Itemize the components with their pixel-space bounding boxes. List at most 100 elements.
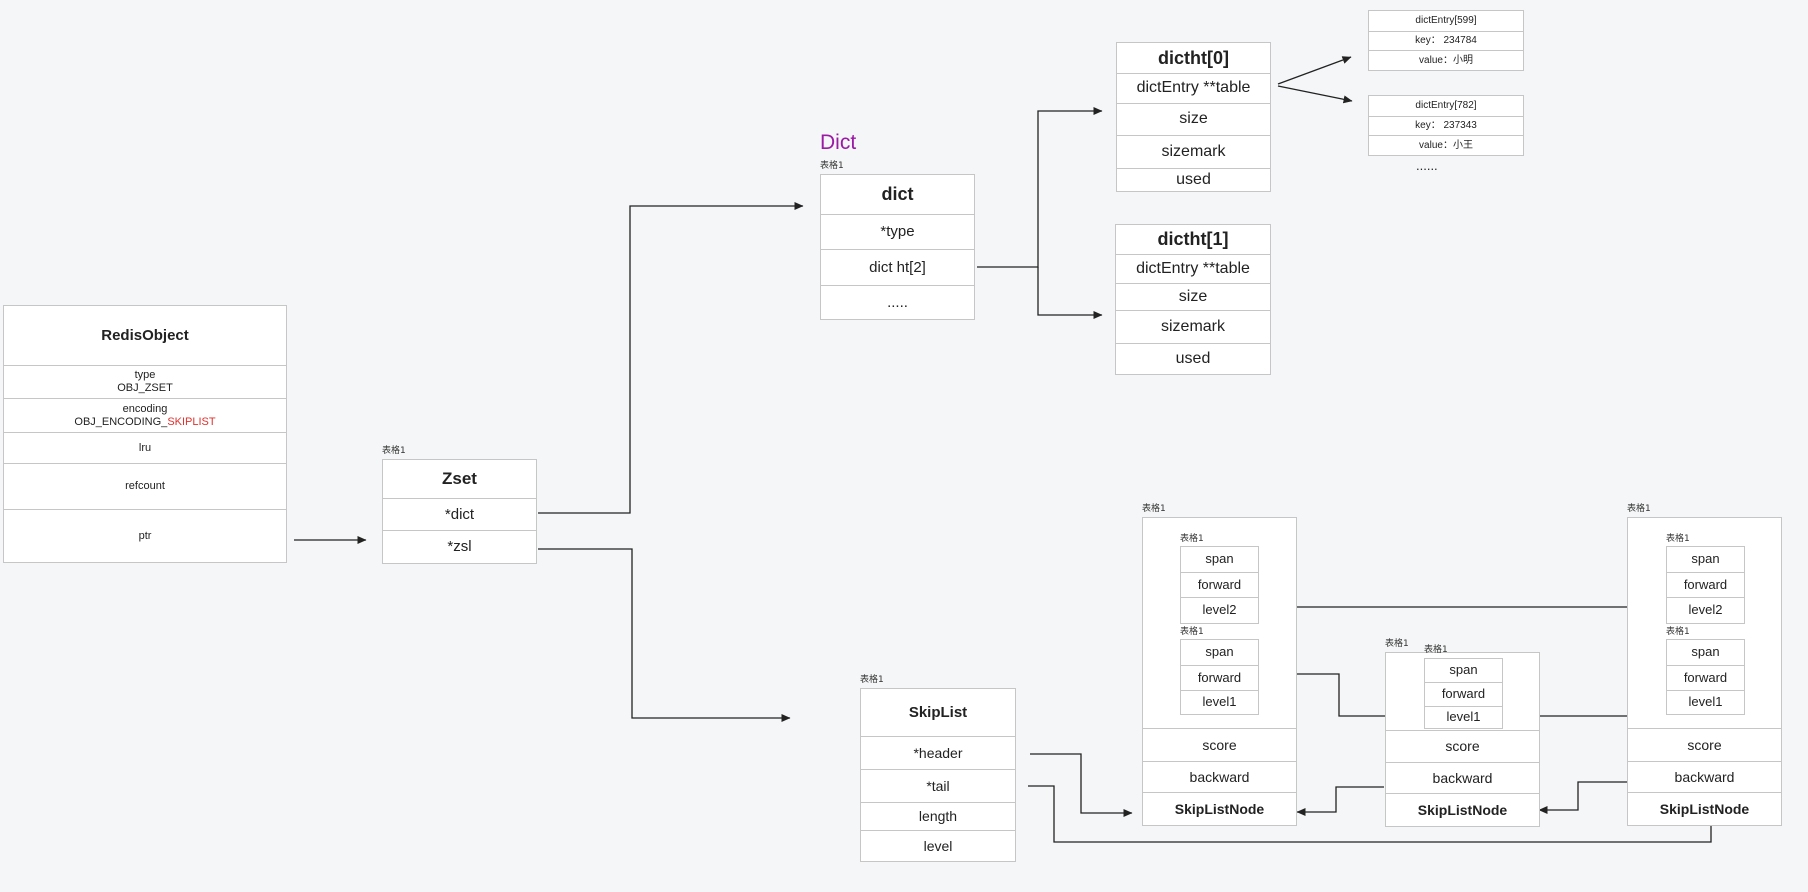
node2-title: SkipListNode (1386, 793, 1539, 826)
node1-level1-tag: 表格1 (1180, 627, 1204, 637)
encoding-value: OBJ_ENCODING_SKIPLIST (74, 416, 215, 429)
skiplist-header: *header (861, 736, 1015, 769)
node2-table-tag: 表格1 (1385, 639, 1409, 649)
dictht0-table-field: dictEntry **table (1117, 73, 1270, 103)
redis-object-refcount: refcount (4, 463, 286, 509)
dictht0-sizemark: sizemark (1117, 135, 1270, 168)
skiplist-node-1: 表格1 span forward level2 表格1 span forward… (1142, 517, 1297, 826)
node1-level1-table: span forward level1 (1180, 639, 1259, 715)
redis-object-title: RedisObject (101, 326, 189, 344)
arrow-zset-dict-to-dict (538, 202, 804, 514)
dictht0-size: size (1117, 103, 1270, 135)
skiplist-length: length (861, 802, 1015, 830)
node2-score: score (1386, 730, 1539, 762)
dict-entry-599: dictEntry[599] key： 234784 value：小明 (1368, 10, 1524, 71)
node2-level1-tag: 表格1 (1424, 645, 1448, 655)
node2-l1-span: span (1449, 662, 1478, 678)
node3-level2-table: span forward level2 (1666, 546, 1745, 624)
node1-level2-table: span forward level2 (1180, 546, 1259, 624)
node1-l1-span: span (1205, 644, 1234, 660)
dict-more: ..... (821, 285, 974, 319)
node2-l1-level: level1 (1425, 706, 1502, 728)
node2-level1-table: span forward level1 (1424, 658, 1503, 729)
node1-l2-forward: forward (1181, 572, 1258, 597)
arrow-tail-to-node3 (1028, 785, 1715, 843)
node3-backward: backward (1628, 761, 1781, 792)
node3-l2-level: level2 (1667, 597, 1744, 623)
node3-l1-forward: forward (1667, 665, 1744, 690)
dict-label: Dict (820, 131, 857, 154)
encoding-prefix: OBJ_ENCODING_ (74, 415, 168, 428)
node1-l1-forward: forward (1181, 665, 1258, 690)
skiplist-table: SkipList *header *tail length level (860, 688, 1016, 862)
arrow-dict-ht-to-dictht0 (977, 107, 1103, 268)
skiplist-title: SkipList (908, 703, 968, 721)
redis-object-type: type OBJ_ZSET (4, 365, 286, 398)
entry782-key: key： 237343 (1369, 116, 1523, 135)
node3-level1-table: span forward level1 (1666, 639, 1745, 715)
entry782-name: dictEntry[782] (1415, 100, 1477, 112)
dict-table-tag: 表格1 (820, 161, 844, 171)
dict-title: dict (881, 184, 914, 205)
zset-table: Zset *dict *zsl (382, 459, 537, 564)
encoding-label: encoding (122, 402, 168, 415)
redis-object-ptr: ptr (4, 509, 286, 562)
dictht1-used: used (1116, 343, 1270, 374)
dictht1-title: dictht[1] (1157, 229, 1229, 250)
node1-table-tag: 表格1 (1142, 504, 1166, 514)
dictht0-title: dictht[0] (1158, 47, 1229, 68)
node3-l1-span: span (1691, 644, 1720, 660)
skiplist-node-3: 表格1 span forward level2 表格1 span forward… (1627, 517, 1782, 826)
arrow-table-to-entry782 (1277, 85, 1353, 104)
node1-level2-tag: 表格1 (1180, 534, 1204, 544)
skiplist-table-tag: 表格1 (860, 675, 884, 685)
arrow-header-to-node1 (1030, 753, 1133, 817)
dictht1-sizemark: sizemark (1116, 310, 1270, 343)
arrow-node2-backward-to-node1 (1296, 786, 1384, 816)
zset-title: Zset (442, 469, 477, 489)
entry782-value: value：小王 (1369, 135, 1523, 155)
node3-l1-level: level1 (1667, 690, 1744, 714)
node1-backward: backward (1143, 761, 1296, 792)
skiplist-node-2: 表格1 span forward level1 score backward S… (1385, 645, 1540, 827)
node3-title: SkipListNode (1628, 792, 1781, 825)
skiplist-level: level (861, 830, 1015, 861)
entry599-key: key： 234784 (1369, 31, 1523, 50)
node3-level1-tag: 表格1 (1666, 627, 1690, 637)
node3-score: score (1628, 728, 1781, 761)
node3-level2-tag: 表格1 (1666, 534, 1690, 544)
node1-l2-level: level2 (1181, 597, 1258, 623)
entry599-name: dictEntry[599] (1415, 15, 1477, 27)
dict-ht: dict ht[2] (821, 249, 974, 285)
redis-object-encoding: encoding OBJ_ENCODING_SKIPLIST (4, 398, 286, 432)
arrow-node3-backward-to-node2 (1538, 781, 1627, 814)
zset-table-tag: 表格1 (382, 446, 406, 456)
entry599-value: value：小明 (1369, 50, 1523, 70)
node2-backward: backward (1386, 762, 1539, 793)
dictht0-table: dictht[0] dictEntry **table size sizemar… (1116, 42, 1271, 192)
redis-object-table: RedisObject type OBJ_ZSET encoding OBJ_E… (3, 305, 287, 563)
dictht0-used: used (1117, 168, 1270, 191)
node1-l1-level: level1 (1181, 690, 1258, 714)
node1-l2-span: span (1205, 551, 1234, 567)
zset-zsl: *zsl (383, 530, 536, 563)
encoding-suffix: SKIPLIST (167, 415, 216, 428)
arrow-dict-ht-to-dictht1 (1037, 267, 1103, 319)
type-value: OBJ_ZSET (117, 382, 173, 394)
node3-l2-forward: forward (1667, 572, 1744, 597)
node1-title: SkipListNode (1143, 792, 1296, 825)
node2-l1-forward: forward (1425, 682, 1502, 706)
dict-table: dict *type dict ht[2] ..... (820, 174, 975, 320)
skiplist-tail: *tail (861, 769, 1015, 802)
dictht1-table: dictht[1] dictEntry **table size sizemar… (1115, 224, 1271, 375)
type-label: type (134, 369, 156, 382)
dict-type: *type (821, 214, 974, 249)
entries-more: ...... (1416, 158, 1438, 173)
arrow-table-to-entry599 (1277, 56, 1352, 85)
zset-dict: *dict (383, 498, 536, 530)
node1-score: score (1143, 728, 1296, 761)
dict-entry-782: dictEntry[782] key： 237343 value：小王 (1368, 95, 1524, 156)
redis-object-lru: lru (4, 432, 286, 463)
node3-l2-span: span (1691, 551, 1720, 567)
arrow-zset-zsl-to-skiplist (538, 548, 791, 722)
